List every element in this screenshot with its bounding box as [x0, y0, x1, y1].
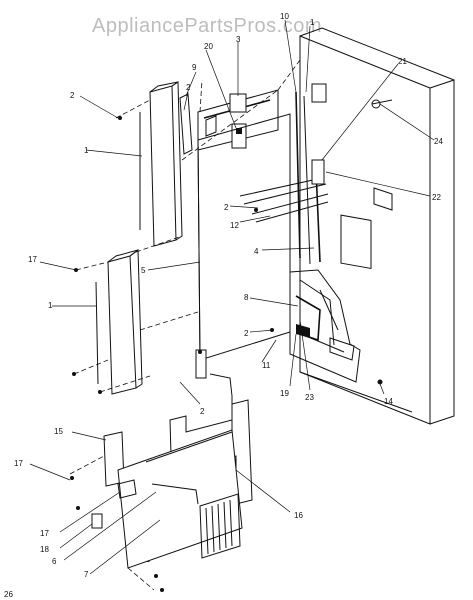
callout-24: 24 [434, 137, 443, 146]
callout-labels: 2 1 17 1 2 9 20 3 10 1 21 24 22 2 12 4 5… [14, 12, 443, 579]
callout-2: 2 [70, 91, 75, 100]
part-18-block [91, 513, 103, 529]
callout-22: 22 [432, 193, 441, 202]
callout-14: 14 [384, 397, 393, 406]
part-3-block [229, 93, 247, 113]
callout-2: 2 [186, 83, 191, 92]
callout-7: 7 [84, 570, 89, 579]
top-bracket-assembly [181, 59, 301, 161]
callout-18: 18 [40, 545, 49, 554]
callout-20: 20 [204, 42, 213, 51]
callout-9: 9 [192, 63, 197, 72]
leader-lines [29, 19, 435, 575]
callout-2: 2 [200, 407, 205, 416]
callout-2: 2 [224, 203, 229, 212]
part-20-block [231, 123, 247, 149]
callout-19: 19 [280, 389, 289, 398]
upper-side-panel-1 [115, 81, 193, 253]
callout-17: 17 [40, 529, 49, 538]
callout-8: 8 [244, 293, 249, 302]
callout-12: 12 [230, 221, 239, 230]
lower-side-panel-1 [73, 249, 199, 395]
callout-3: 3 [236, 35, 241, 44]
clip-part-2 [195, 349, 207, 379]
callout-11: 11 [262, 361, 271, 370]
cabinet-wall [299, 27, 455, 425]
callout-16: 16 [294, 511, 303, 520]
evaporator-tubing [239, 83, 393, 265]
callout-4: 4 [254, 247, 259, 256]
base-grille [91, 429, 243, 591]
watermark-text: AppliancePartsPros.com [92, 15, 322, 37]
callout-6: 6 [52, 557, 57, 566]
bracket-22 [311, 159, 325, 185]
callout-5: 5 [141, 266, 146, 275]
callout-1: 1 [48, 301, 53, 310]
callout-2: 2 [244, 329, 249, 338]
machine-compartment [289, 269, 361, 383]
callout-10: 10 [280, 12, 289, 21]
bracket-21 [311, 83, 327, 103]
callout-1: 1 [84, 146, 89, 155]
page-number: 26 [4, 590, 13, 599]
callout-17: 17 [28, 255, 37, 264]
back-panel-5 [195, 113, 291, 446]
callout-23: 23 [305, 393, 314, 402]
callout-1: 1 [310, 18, 315, 27]
callout-17: 17 [14, 459, 23, 468]
callout-15: 15 [54, 427, 63, 436]
callout-21: 21 [398, 57, 407, 66]
